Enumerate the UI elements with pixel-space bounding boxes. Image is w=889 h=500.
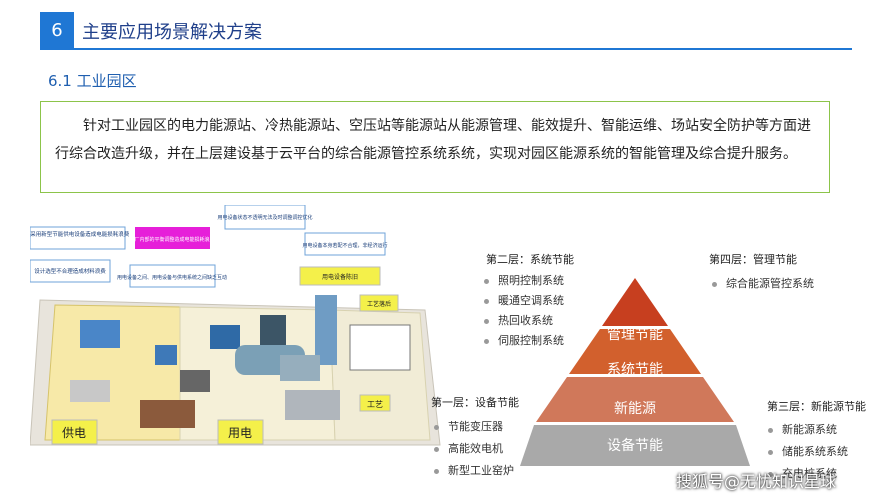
list-item: 充电桩系统 — [768, 465, 837, 481]
callout-5: 用电设备之间、用电设备与供电系统之间缺乏互动 — [117, 274, 227, 281]
title-divider — [40, 48, 852, 50]
list-item: 新型工业窑炉 — [434, 462, 514, 478]
description-box: 针对工业园区的电力能源站、冷热能源站、空压站等能源站从能源管理、能效提升、智能运… — [40, 101, 830, 193]
zone-label-power-use: 用电 — [228, 426, 252, 440]
pyramid-layer-2 — [569, 329, 701, 374]
pyramid-label-management: 管理节能 — [607, 327, 663, 343]
pyramid-layer-top — [602, 278, 668, 326]
bullet-icon — [768, 427, 773, 433]
level1-label: 第一层：设备节能 — [431, 396, 519, 409]
bullet-icon — [434, 424, 439, 430]
level2-label: 第二层：系统节能 — [486, 253, 574, 266]
callout-2: 工厂内部的平衡调整造成电能损耗浪费 — [129, 236, 214, 243]
callout-1: 设计选型不合理造成材料浪费 — [34, 267, 106, 275]
bullet-icon — [484, 298, 489, 304]
list-item: 伺服控制系统 — [484, 332, 564, 348]
bullet-icon — [484, 278, 489, 284]
list-item: 照明控制系统 — [484, 272, 564, 288]
list-item: 储能系统系统 — [768, 443, 848, 459]
list-item: 节能变压器 — [434, 418, 503, 434]
pyramid-label-system: 系统节能 — [607, 362, 663, 378]
bullet-icon — [484, 338, 489, 344]
pyramid-label-new-energy: 新能源 — [614, 401, 656, 417]
bullet-icon — [712, 281, 717, 287]
energy-saving-pyramid: 管理节能 系统节能 新能源 设备节能 — [520, 278, 750, 466]
callout-6: 用电设备陈旧 — [322, 273, 358, 281]
list-item: 高能效电机 — [434, 440, 503, 456]
bullet-icon — [768, 449, 773, 455]
level4-label: 第四层：管理节能 — [709, 253, 797, 266]
bullet-icon — [434, 446, 439, 452]
callout-4: 用电设备本身若配不合理，非经济运行 — [302, 242, 387, 249]
zone-label-process: 工艺 — [367, 400, 383, 409]
pyramid-layer-3 — [536, 377, 734, 422]
bullet-icon — [768, 471, 773, 477]
section-number-badge: 6 — [40, 12, 74, 48]
callout-0: 未采用新型节能供电设备造成电能损耗浪费 — [30, 230, 130, 238]
level3-label: 第三层：新能源节能 — [767, 400, 866, 413]
section-title: 6.1 工业园区 — [48, 72, 137, 90]
watermark-text: 搜狐号@无忧知识星球 — [676, 472, 837, 491]
pyramid-label-equipment: 设备节能 — [607, 437, 663, 454]
list-item: 热回收系统 — [484, 312, 553, 328]
list-item: 暖通空调系统 — [484, 292, 564, 308]
list-item: 综合能源管控系统 — [712, 275, 814, 291]
pyramid-layer-4 — [520, 425, 750, 466]
industrial-park-illustration: 未采用新型节能供电设备造成电能损耗浪费 设计选型不合理造成材料浪费 工厂内部的平… — [30, 205, 441, 446]
bullet-icon — [434, 468, 439, 474]
zone-label-power-supply: 供电 — [62, 426, 86, 440]
page-title: 主要应用场景解决方案 — [82, 22, 262, 43]
list-item: 新能源系统 — [768, 421, 837, 437]
callout-3: 用电设备状态不透明无法及时调整调控优化 — [217, 214, 312, 221]
bullet-icon — [484, 318, 489, 324]
callout-7: 工艺落后 — [367, 300, 391, 308]
